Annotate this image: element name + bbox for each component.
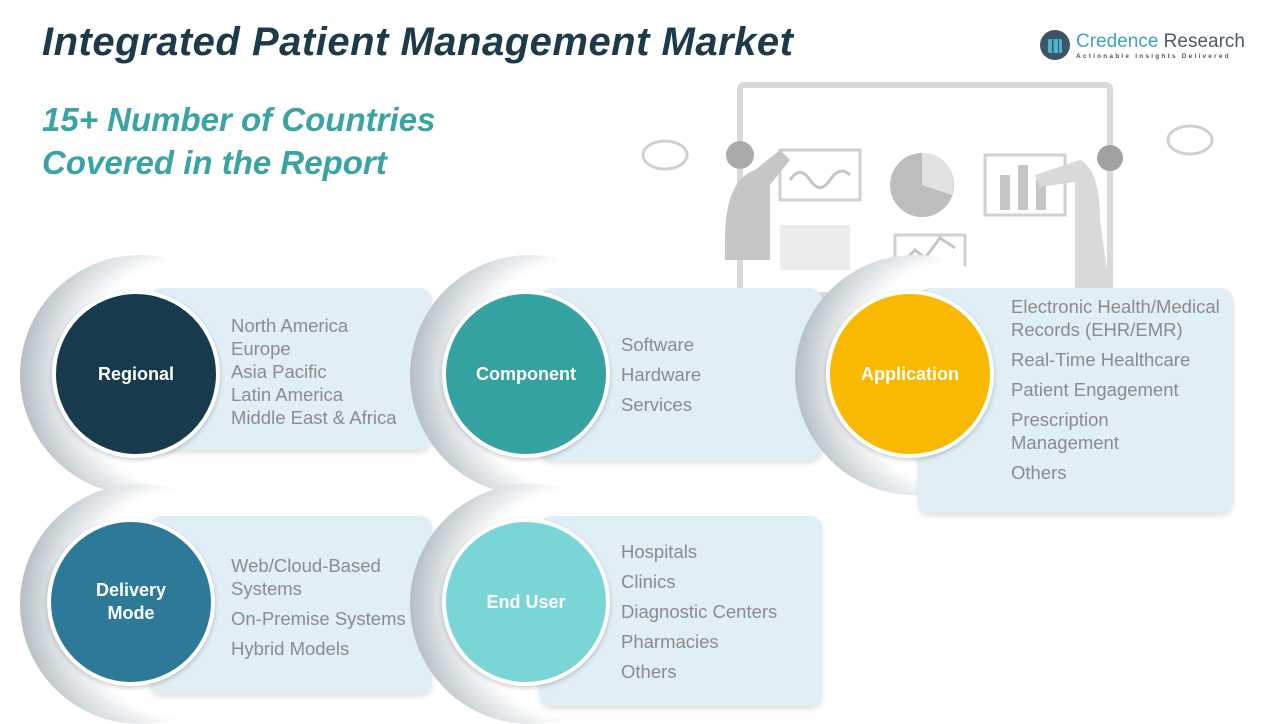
list-item: Others (621, 661, 677, 682)
list-item: Hospitals (621, 541, 698, 562)
logo: Credence Research Actionable Insights De… (1040, 30, 1245, 60)
logo-tagline: Actionable Insights Delivered (1076, 52, 1231, 60)
subtitle-line: 15+ Number of Countries (42, 101, 436, 138)
list-item: Patient Engagement (1011, 379, 1179, 400)
list-item: Latin America (231, 384, 344, 405)
list-item: Diagnostic Centers (621, 601, 778, 622)
list-item: Hybrid Models (231, 638, 350, 659)
segment-circle-application: Application (826, 290, 994, 458)
list-item: Electronic Health/Medical Records (EHR/E… (1011, 296, 1220, 340)
segment-items-delivery-mode: Web/Cloud-Based Systems On-Premise Syste… (231, 554, 421, 667)
page-subtitle: 15+ Number of Countries Covered in the R… (42, 98, 435, 184)
list-item: Services (621, 394, 692, 415)
page-title: Integrated Patient Management Market (42, 20, 794, 64)
list-item: On-Premise Systems (231, 608, 406, 629)
list-item: Real-Time Healthcare (1011, 349, 1191, 370)
logo-name: Credence Research (1076, 30, 1245, 52)
segment-items-regional: North America Europe Asia Pacific Latin … (231, 314, 397, 429)
list-item: Others (1011, 462, 1067, 483)
list-item: Web/Cloud-Based Systems (231, 555, 381, 599)
list-item: North America (231, 315, 349, 336)
segment-circle-component: Component (442, 290, 610, 458)
logo-icon (1040, 30, 1070, 60)
list-item: Europe (231, 338, 291, 359)
list-item: Pharmacies (621, 631, 719, 652)
segment-circle-end-user: End User (442, 518, 610, 686)
segment-items-component: Software Hardware Services (621, 333, 701, 423)
list-item: Hardware (621, 364, 702, 385)
segment-circle-regional: Regional (52, 290, 220, 458)
segment-items-application: Electronic Health/Medical Records (EHR/E… (1011, 295, 1226, 491)
list-item: Prescription Management (1011, 409, 1119, 453)
list-item: Clinics (621, 571, 676, 592)
subtitle-line: Covered in the Report (42, 144, 387, 181)
list-item: Asia Pacific (231, 361, 327, 382)
presentation-illustration (641, 82, 1214, 298)
segment-circle-delivery-mode: Delivery Mode (47, 518, 215, 686)
list-item: Middle East & Africa (231, 407, 397, 428)
segment-items-end-user: Hospitals Clinics Diagnostic Centers Pha… (621, 540, 777, 690)
list-item: Software (621, 334, 695, 355)
